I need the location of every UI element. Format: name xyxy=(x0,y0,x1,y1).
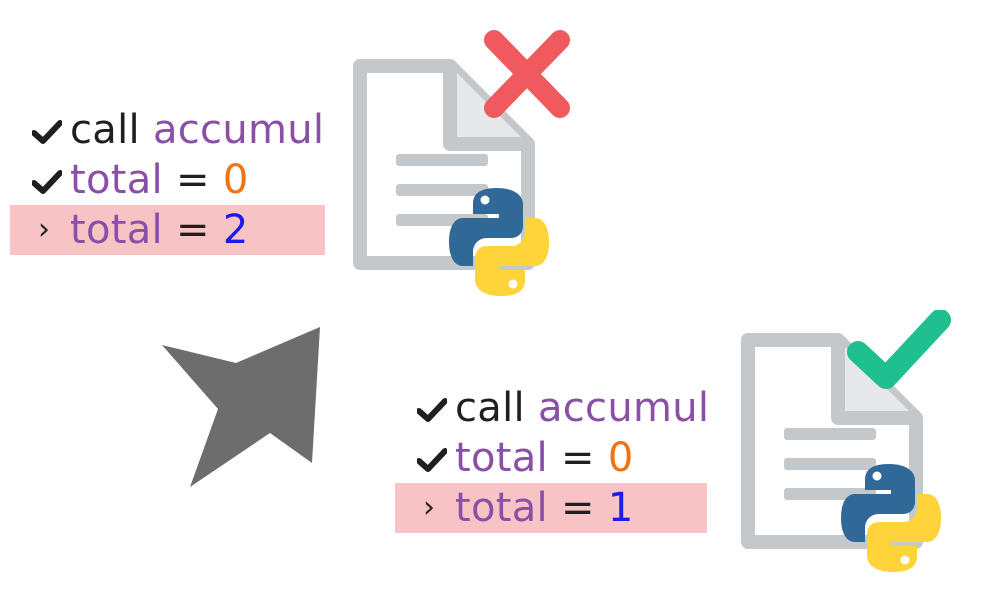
check-mark-icon xyxy=(847,309,951,389)
result-value: 2 xyxy=(222,207,249,253)
arrow-icon xyxy=(160,325,330,494)
trace-line: total = 0 xyxy=(10,155,325,205)
call-keyword: call xyxy=(70,107,140,153)
variable-name: total xyxy=(455,435,548,481)
trace-list-before: call accumulate total = 0 › total = 2 xyxy=(10,105,325,255)
chevron-right-icon: › xyxy=(38,212,51,247)
assign-operator: = xyxy=(175,207,210,253)
python-file-icon xyxy=(741,309,951,572)
python-file-icon-failed xyxy=(350,28,580,312)
trace-line-current: › total = 1 xyxy=(395,483,707,533)
variable-name: total xyxy=(70,207,163,253)
trace-line-current: › total = 2 xyxy=(10,205,325,255)
trace-list-after: call accumulate total = 0 › total = 1 xyxy=(395,383,707,533)
assign-operator: = xyxy=(560,435,595,481)
call-keyword: call xyxy=(455,385,525,431)
function-name: accumulate xyxy=(152,107,325,153)
python-file-icon xyxy=(353,30,570,296)
assigned-value: 0 xyxy=(222,157,249,203)
check-icon xyxy=(395,433,455,483)
assigned-value: 0 xyxy=(607,435,634,481)
assign-operator: = xyxy=(175,157,210,203)
check-icon xyxy=(10,155,70,205)
trace-line: call accumulate xyxy=(395,383,707,433)
trace-line: call accumulate xyxy=(10,105,325,155)
trace-line: total = 0 xyxy=(395,433,707,483)
assign-operator: = xyxy=(560,485,595,531)
check-icon xyxy=(10,105,70,155)
variable-name: total xyxy=(70,157,163,203)
check-icon xyxy=(395,383,455,433)
chevron-right-icon: › xyxy=(423,490,436,525)
result-value: 1 xyxy=(607,485,634,531)
variable-name: total xyxy=(455,485,548,531)
x-mark-icon xyxy=(484,30,570,118)
python-file-icon-passed xyxy=(738,309,973,594)
function-name: accumulate xyxy=(537,385,707,431)
